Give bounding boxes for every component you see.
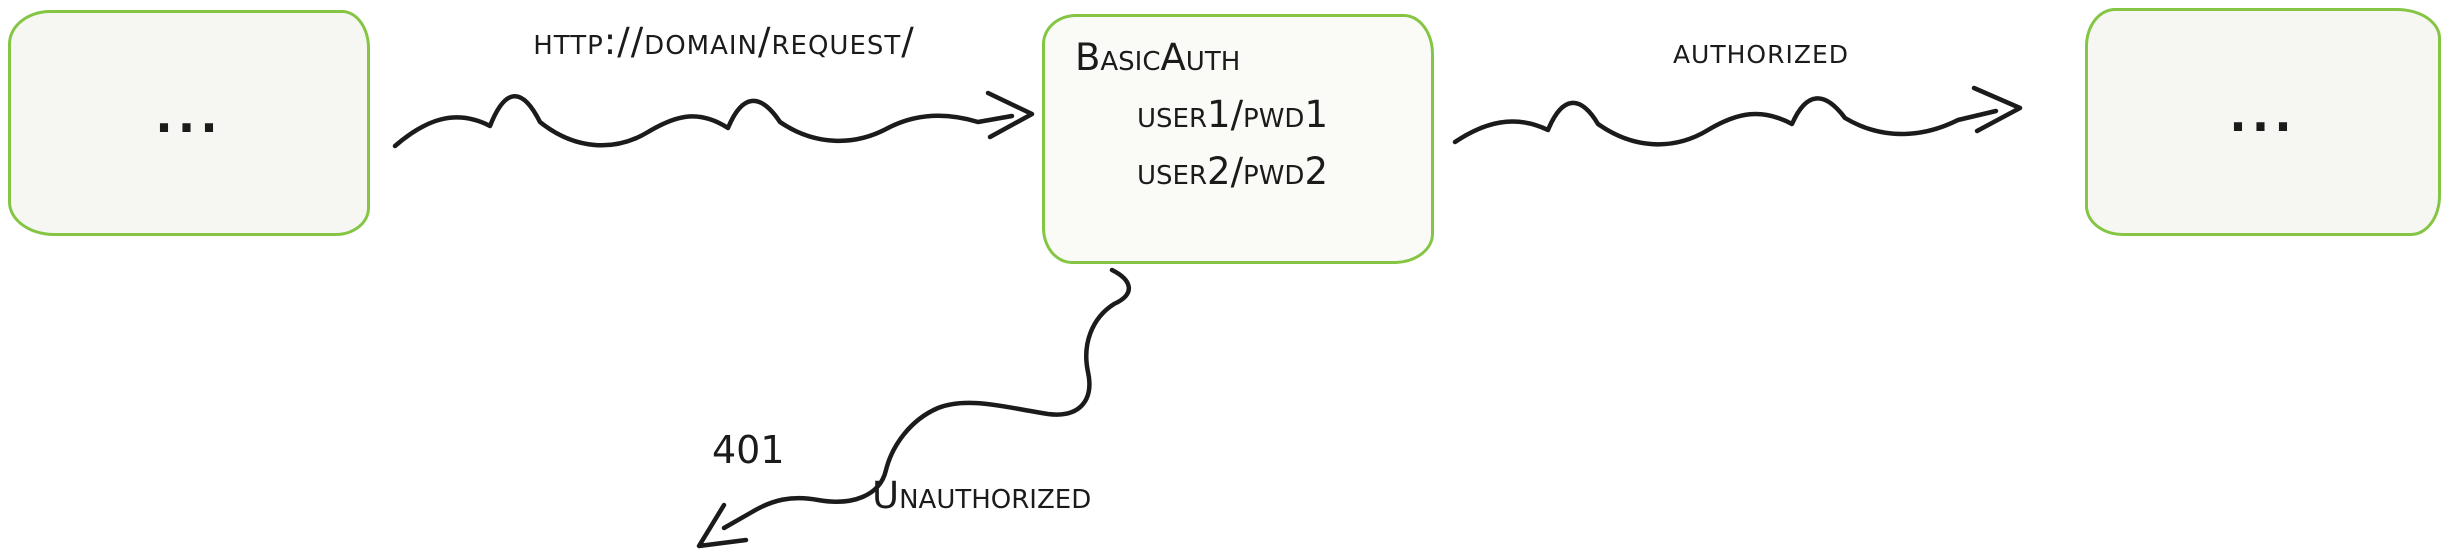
basic-auth-credential-2: user2/pwd2 — [1137, 150, 1328, 193]
server-node: ... — [2085, 8, 2441, 236]
basic-auth-title: BasicAuth — [1075, 36, 1241, 79]
client-node-label: ... — [155, 89, 223, 143]
request-arrow-label: http://domain/request/ — [533, 20, 915, 63]
request-arrow — [392, 94, 1015, 149]
server-node-label: ... — [2229, 88, 2297, 142]
basic-auth-node: BasicAuth user1/pwd1 user2/pwd2 — [1042, 14, 1434, 264]
authorized-arrow — [1452, 96, 1999, 147]
request-arrowhead-icon — [985, 90, 1035, 140]
client-node: ... — [8, 10, 370, 236]
unauthorized-arrowhead-icon — [696, 502, 749, 549]
basic-auth-credential-1: user1/pwd1 — [1137, 93, 1328, 136]
unauthorized-arrow-label: Unauthorized — [872, 474, 1092, 517]
authorized-arrowhead-icon — [1971, 85, 2023, 134]
unauthorized-status-code: 401 — [712, 428, 785, 472]
authorized-arrow-label: authorized — [1672, 32, 1850, 72]
